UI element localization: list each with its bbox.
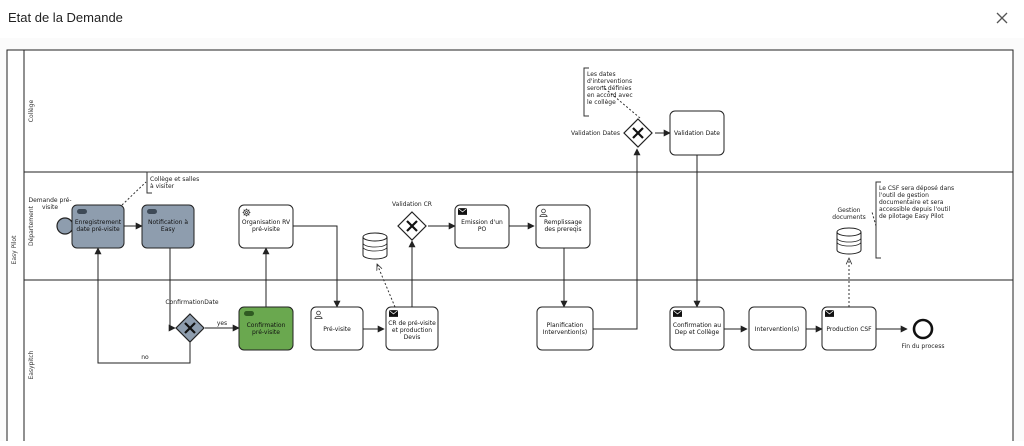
lane-label-departement: Département — [28, 205, 35, 246]
pool-label: Easy Pilot — [11, 235, 18, 265]
envelope-icon — [825, 310, 834, 317]
gateway-validation-cr[interactable] — [397, 211, 427, 241]
lane-label-college: Collège — [28, 100, 35, 123]
task-validation-date[interactable]: Validation Date — [669, 110, 725, 156]
end-event-label: Fin du process — [902, 343, 945, 350]
close-icon[interactable] — [992, 8, 1012, 28]
task-previsite[interactable]: Pré-visite — [310, 306, 364, 351]
toggle-icon — [147, 209, 157, 214]
task-label: Pré-visite — [323, 326, 351, 333]
dialog-title: Etat de la Demande — [8, 10, 123, 25]
dialog-header: Etat de la Demande — [0, 0, 1024, 39]
task-production-csf[interactable]: Production CSF — [821, 306, 877, 351]
envelope-icon — [389, 310, 398, 317]
task-label: Intervention(s) — [755, 326, 799, 333]
sequence-flows — [71, 129, 908, 364]
start-event-label: Demande pré-visite — [28, 197, 71, 211]
gateway-label: Validation CR — [392, 201, 432, 208]
lane-label-easypitch: Easypitch — [28, 350, 35, 379]
task-label: Production CSF — [826, 326, 872, 333]
flow-label-yes: yes — [217, 320, 227, 327]
bpmn-diagram: Easy Pilot Collège Département Easypitch… — [6, 49, 1014, 446]
toggle-icon — [77, 209, 87, 214]
gateway-confirmation-date[interactable] — [175, 313, 205, 343]
envelope-icon — [458, 208, 467, 215]
gateway-label: ConfirmationDate — [165, 299, 218, 306]
gateway-label: Validation Dates — [571, 130, 620, 137]
end-event[interactable] — [912, 318, 934, 340]
task-label: Validation Date — [674, 130, 720, 137]
x-gateway-icon — [184, 322, 196, 334]
gateway-validation-dates[interactable] — [623, 118, 653, 148]
database-icon — [836, 227, 862, 255]
diagram-canvas: Easy Pilot Collège Département Easypitch… — [0, 38, 1024, 446]
data-associations — [121, 85, 877, 308]
start-event[interactable] — [56, 217, 74, 235]
envelope-icon — [673, 310, 682, 317]
toggle-icon — [244, 311, 254, 316]
task-interventions[interactable]: Intervention(s) — [748, 306, 807, 351]
x-gateway-icon — [406, 220, 418, 232]
x-gateway-icon — [632, 127, 644, 139]
database-icon — [362, 232, 388, 260]
flow-label-no: no — [141, 354, 149, 361]
